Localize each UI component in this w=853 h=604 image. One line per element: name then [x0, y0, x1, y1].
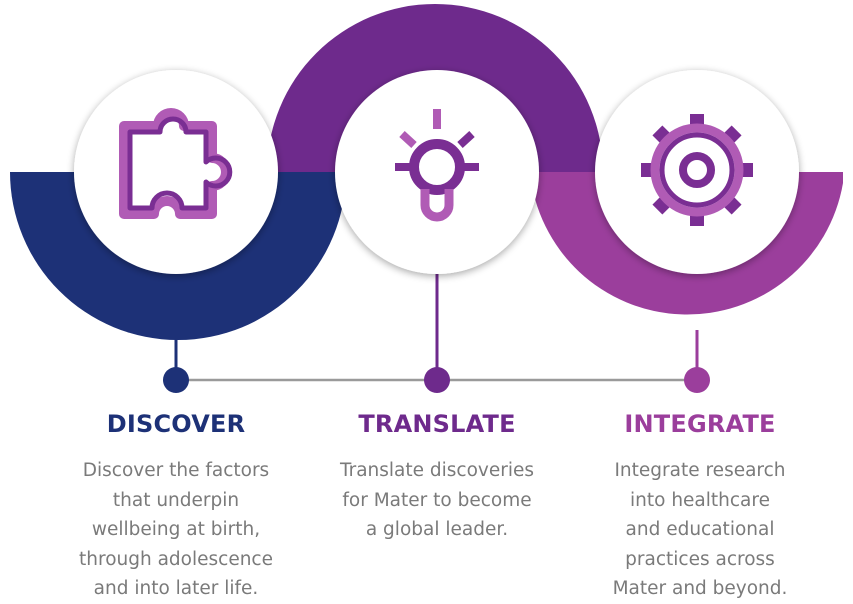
discover-title: DISCOVER: [106, 410, 246, 438]
integrate-circle: [595, 70, 799, 274]
discover-circle: [74, 70, 278, 274]
translate-circle: [335, 70, 539, 274]
gear-icon: [641, 114, 753, 226]
integrate-dot: [684, 367, 710, 393]
puzzle-icon: [119, 108, 233, 219]
translate-description: Translate discoveries for Mater to becom…: [340, 460, 534, 540]
discover-column: DISCOVER Discover the factors that under…: [46, 410, 306, 604]
translate-column: TRANSLATE Translate discoveries for Mate…: [307, 410, 567, 545]
integrate-column: INTEGRATE Integrate research into health…: [570, 410, 830, 604]
translate-title: TRANSLATE: [358, 410, 516, 438]
lightbulb-icon: [395, 109, 479, 222]
discover-dot: [163, 367, 189, 393]
integrate-description: Integrate research into healthcare and e…: [612, 460, 788, 599]
translate-dot: [424, 367, 450, 393]
integrate-title: INTEGRATE: [624, 410, 776, 438]
discover-description: Discover the factors that underpin wellb…: [79, 460, 273, 599]
